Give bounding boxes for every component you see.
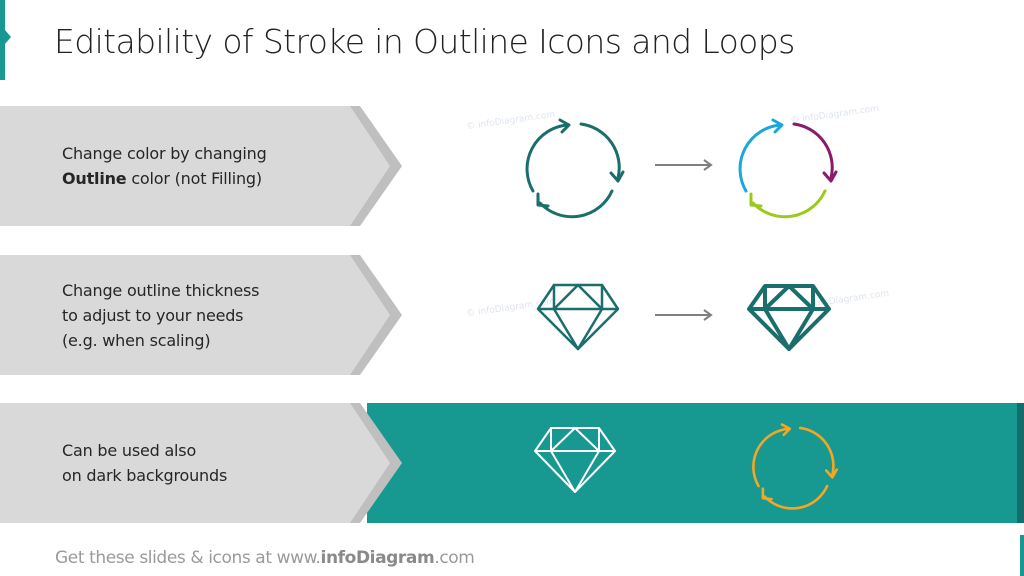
chevron-label-shape (0, 106, 402, 226)
white-diamond-icon (534, 427, 616, 493)
row-description: Change color by changing Outline color (… (62, 141, 267, 191)
orange-loop-arrows-icon (752, 423, 838, 510)
footer-suffix: .com (434, 548, 475, 568)
description-line: Can be used also (62, 441, 197, 460)
chevron-label-shape (0, 255, 402, 375)
row-dark-background: Can be used also on dark backgrounds (0, 403, 1024, 523)
thin-diamond-icon (536, 283, 620, 351)
description-line: (e.g. when scaling) (62, 331, 211, 350)
corner-accent-bar (1020, 535, 1024, 576)
row-description: Can be used also on dark backgrounds (62, 438, 227, 488)
description-line: Change outline thickness (62, 281, 260, 300)
row-change-thickness: Change outline thickness to adjust to yo… (0, 255, 1024, 375)
dark-background-edge (1017, 403, 1024, 523)
row-change-color: Change color by changing Outline color (… (0, 104, 1024, 226)
footer-brand: infoDiagram (320, 548, 435, 568)
title-accent-notch (5, 30, 11, 44)
chevron-label-shape (0, 403, 402, 523)
thick-diamond-icon (747, 284, 831, 351)
right-arrow-icon (655, 309, 713, 321)
right-arrow-icon (655, 159, 713, 171)
loop-arrows-icon (525, 118, 625, 219)
description-rest: color (not Filling) (126, 169, 262, 188)
title-accent-bar (0, 0, 5, 80)
footer-credit: Get these slides & icons at www.infoDiag… (55, 548, 475, 568)
description-line: Change color by changing (62, 144, 267, 163)
description-line: to adjust to your needs (62, 306, 244, 325)
footer-prefix: Get these slides & icons at www. (55, 548, 321, 568)
row-description: Change outline thickness to adjust to yo… (62, 278, 259, 353)
multicolor-loop-arrows-icon (738, 118, 838, 219)
slide-title: Editability of Stroke in Outline Icons a… (54, 22, 795, 61)
dark-background-band (367, 403, 1017, 523)
description-line: Outline color (not Filling) (62, 166, 267, 191)
bold-keyword: Outline (62, 169, 127, 188)
description-line: on dark backgrounds (62, 466, 228, 485)
